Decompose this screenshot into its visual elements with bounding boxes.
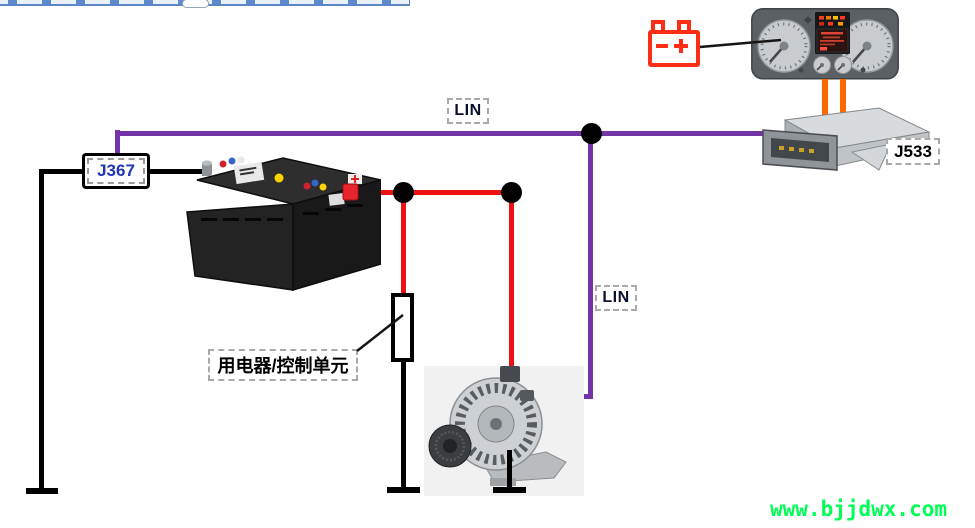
power-wire-main xyxy=(350,190,514,195)
lin-junction-dot xyxy=(581,123,602,144)
ground-symbol-consumer xyxy=(387,487,420,493)
cluster-knob-left xyxy=(798,67,804,73)
lin-wire-j367-drop xyxy=(115,130,120,154)
consumer-resistor-symbol xyxy=(391,293,414,362)
ground-symbol-generator xyxy=(493,487,526,493)
j367-label-text: J367 xyxy=(87,158,145,184)
lcd-display xyxy=(816,28,849,53)
slider-handle[interactable] xyxy=(182,0,209,8)
j367-label: J367 xyxy=(82,153,150,189)
power-wire-to-generator xyxy=(509,190,514,378)
lin-wire-main xyxy=(115,131,765,136)
generator-body xyxy=(449,377,543,471)
battery-icon-body xyxy=(648,30,700,67)
cluster-wire-1 xyxy=(822,79,828,115)
ground-wire-j367-left xyxy=(41,169,85,174)
power-junction-dot-2 xyxy=(501,182,522,203)
consumer-label-text: 用电器/控制单元 xyxy=(217,356,349,376)
lin-label-top-text: LIN xyxy=(454,102,482,119)
cluster-knob-right xyxy=(860,67,866,73)
watermark-text: www.bjjdwx.com xyxy=(770,497,948,521)
j533-label-text: J533 xyxy=(894,141,932,161)
lin-label-branch-text: LIN xyxy=(602,289,630,306)
power-junction-dot-1 xyxy=(393,182,414,203)
tachometer-gauge xyxy=(757,19,811,73)
battery-stickers xyxy=(219,156,362,206)
diamond-ornament-left xyxy=(804,16,812,24)
instrument-cluster xyxy=(751,8,899,80)
lin-wire-branch xyxy=(588,131,593,399)
generator-lin-terminal xyxy=(520,390,534,401)
toolbar-fragment xyxy=(0,0,410,8)
gateway-clip xyxy=(850,143,892,171)
battery-icon-minus xyxy=(656,44,668,48)
lin-label-branch: LIN xyxy=(595,285,637,311)
ground-wire-j367-battery xyxy=(148,169,206,174)
battery-photo xyxy=(186,156,381,292)
generator-b-plus-terminal xyxy=(500,366,520,382)
ground-symbol-left xyxy=(26,488,58,494)
ground-wire-left-vertical xyxy=(39,169,44,491)
lin-label-top: LIN xyxy=(447,98,489,124)
gateway-connector xyxy=(762,129,838,171)
generator-photo xyxy=(424,366,584,496)
generator-foot xyxy=(490,478,516,486)
battery-vent-slots xyxy=(201,204,363,221)
temperature-gauge xyxy=(834,56,852,74)
consumer-label: 用电器/控制单元 xyxy=(208,349,358,381)
generator-pulley xyxy=(428,424,472,468)
fuel-gauge xyxy=(813,56,831,74)
battery-warning-icon xyxy=(646,20,700,67)
cluster-wire-2 xyxy=(840,79,846,115)
ground-wire-consumer xyxy=(401,360,406,490)
power-wire-to-consumer xyxy=(401,190,406,294)
battery-negative-post xyxy=(202,160,212,176)
j533-label: J533 xyxy=(886,138,940,165)
ground-wire-generator xyxy=(507,450,512,490)
battery-positive-clamp xyxy=(342,183,359,201)
